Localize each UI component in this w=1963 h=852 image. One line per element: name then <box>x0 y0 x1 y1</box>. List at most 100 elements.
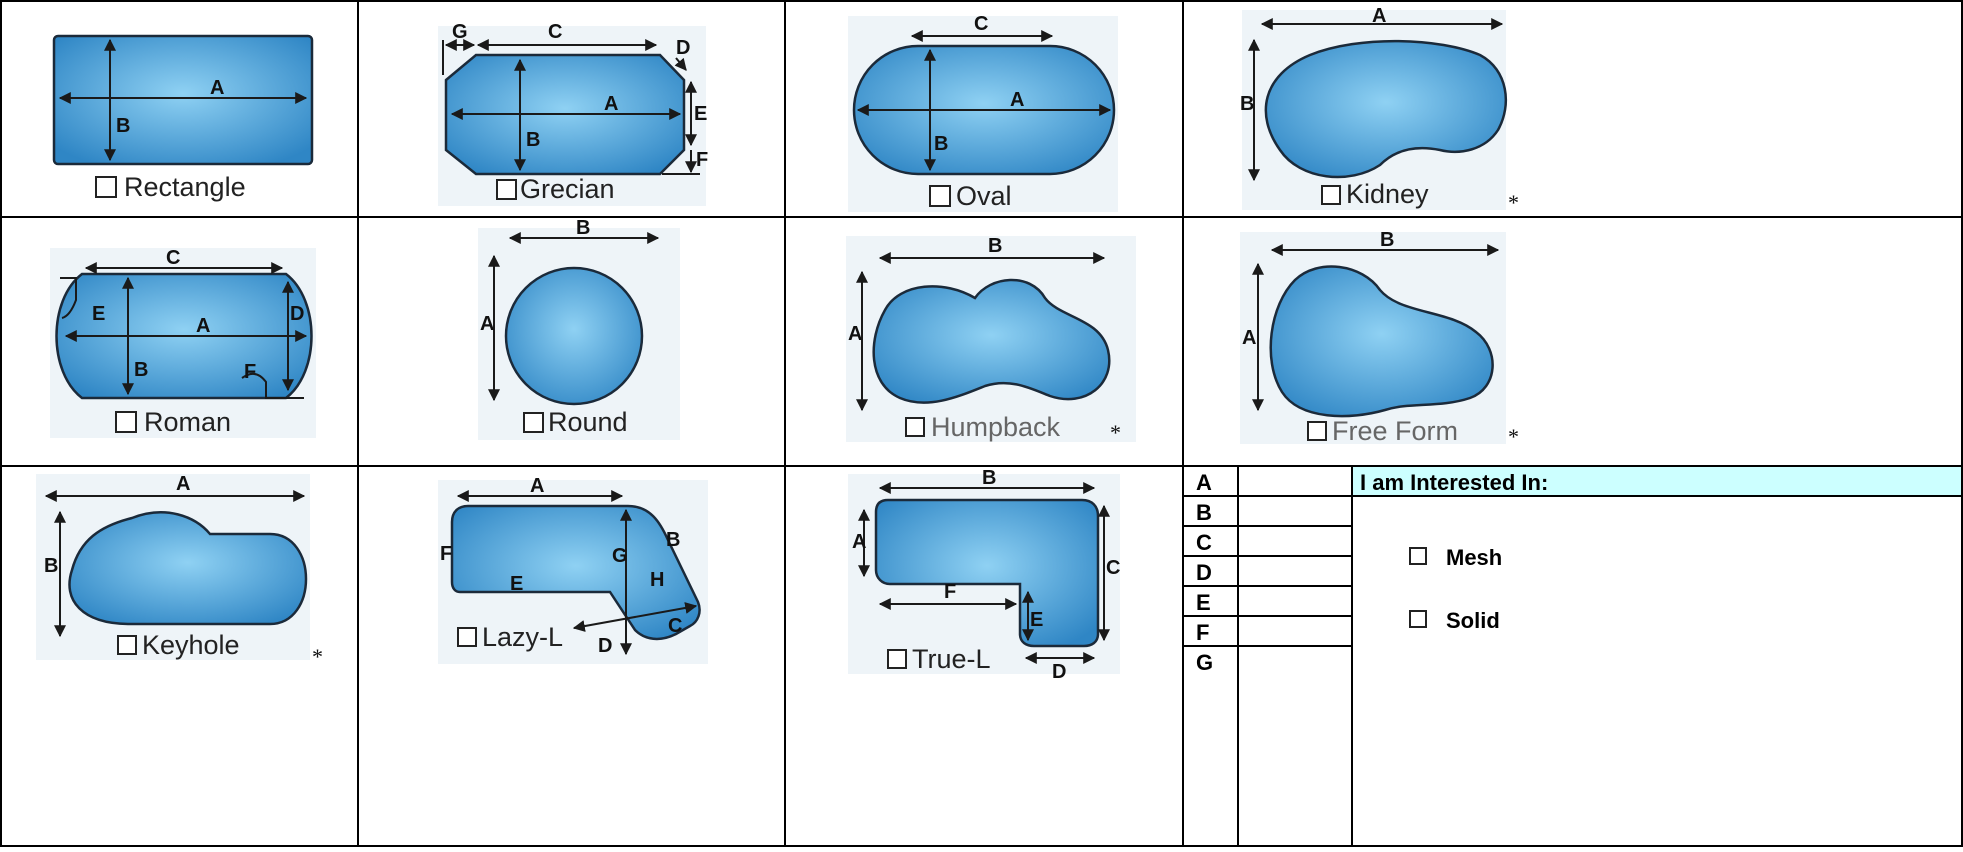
dim-label-c: C <box>668 615 682 637</box>
dim-label-e: E <box>1030 609 1043 631</box>
dim-label-a: A <box>848 323 862 345</box>
dim-label-g: G <box>452 21 468 43</box>
dim-label-d: D <box>598 635 612 657</box>
measure-input-g[interactable] <box>1240 648 1350 674</box>
truel-pool-icon <box>874 498 1100 648</box>
roman-label: Roman <box>144 407 231 437</box>
round-checkbox[interactable] <box>523 412 544 433</box>
lazyl-label: Lazy-L <box>482 622 563 652</box>
truel-label: True-L <box>912 644 991 674</box>
dim-label-b: B <box>576 217 590 239</box>
dim-label-b: B <box>526 129 540 151</box>
measure-input-c[interactable] <box>1240 528 1350 554</box>
dim-label-a: A <box>176 473 190 495</box>
measure-label-g: G <box>1196 650 1213 675</box>
mesh-option-label: Mesh <box>1446 545 1502 570</box>
keyhole-label: Keyhole <box>142 630 240 660</box>
shape-oval: A B C Oval <box>848 13 1118 212</box>
dim-label-g: G <box>612 545 628 567</box>
oval-checkbox[interactable] <box>929 185 951 207</box>
lazyl-checkbox[interactable] <box>457 627 477 647</box>
kidney-checkbox[interactable] <box>1321 185 1341 205</box>
measure-label-e: E <box>1196 590 1211 615</box>
solid-option-label: Solid <box>1446 608 1500 633</box>
dim-label-b: B <box>988 235 1002 257</box>
measure-label-a: A <box>1196 470 1212 495</box>
measure-input-d[interactable] <box>1240 558 1350 584</box>
dim-label-h: H <box>650 569 664 591</box>
dim-label-c: C <box>1106 557 1120 579</box>
shape-humpback: B A Humpback * <box>846 235 1136 445</box>
humpback-note-asterisk: * <box>1110 420 1121 445</box>
mesh-checkbox[interactable] <box>1409 547 1427 565</box>
dim-label-b: B <box>134 359 148 381</box>
dim-label-a: A <box>1372 5 1386 27</box>
keyhole-checkbox[interactable] <box>117 635 137 655</box>
round-pool-icon <box>504 266 644 406</box>
rectangle-checkbox[interactable] <box>95 176 117 198</box>
dim-label-b: B <box>934 133 948 155</box>
measure-label-d: D <box>1196 560 1212 585</box>
grecian-checkbox[interactable] <box>496 179 517 200</box>
roman-checkbox[interactable] <box>115 411 137 433</box>
measure-label-b: B <box>1196 500 1212 525</box>
dim-label-d: D <box>290 303 304 325</box>
freeform-note-asterisk: * <box>1508 424 1519 449</box>
kidney-pool-icon <box>1264 39 1508 179</box>
interest-heading-bg <box>1352 466 1963 496</box>
rectangle-label: Rectangle <box>124 172 246 202</box>
keyhole-note-asterisk: * <box>312 644 323 669</box>
shape-grecian: A B C D E F G Grecian <box>438 21 708 206</box>
freeform-checkbox[interactable] <box>1307 421 1327 441</box>
shape-round: B A Round <box>478 217 680 440</box>
measurement-table: A B C D E F G I am Interested In: Mesh S… <box>1183 466 1963 847</box>
measure-input-f[interactable] <box>1240 618 1350 644</box>
freeform-pool-icon <box>1269 265 1494 418</box>
shape-kidney: A B Kidney * <box>1240 5 1519 215</box>
dim-label-a: A <box>530 475 544 497</box>
solid-checkbox[interactable] <box>1409 610 1427 628</box>
shape-rectangle: A B Rectangle <box>52 34 314 202</box>
round-label: Round <box>548 407 628 437</box>
shape-keyhole: A B Keyhole * <box>36 473 323 669</box>
dim-label-b: B <box>116 115 130 137</box>
dim-label-a: A <box>604 93 618 115</box>
measure-input-b[interactable] <box>1240 498 1350 524</box>
dim-label-c: C <box>548 21 562 43</box>
dim-label-c: C <box>166 247 180 269</box>
interest-heading: I am Interested In: <box>1360 470 1548 495</box>
dim-label-e: E <box>92 303 105 325</box>
dim-label-d: D <box>676 37 690 59</box>
dim-label-e: E <box>510 573 523 595</box>
shape-freeform: B A Free Form * <box>1240 229 1519 449</box>
humpback-pool-icon <box>872 278 1111 404</box>
truel-checkbox[interactable] <box>887 649 907 669</box>
freeform-label: Free Form <box>1332 416 1458 446</box>
dim-label-f: F <box>244 361 256 383</box>
dim-label-a: A <box>1242 327 1256 349</box>
dim-label-a: A <box>210 77 224 99</box>
dim-label-a: A <box>852 531 866 553</box>
keyhole-pool-icon <box>68 511 308 626</box>
rectangle-pool-icon <box>52 34 314 166</box>
dim-label-f: F <box>440 543 452 565</box>
dim-label-c: C <box>974 13 988 35</box>
measure-input-a[interactable] <box>1240 468 1350 494</box>
dim-label-f: F <box>944 581 956 603</box>
humpback-checkbox[interactable] <box>905 417 925 437</box>
measure-input-e[interactable] <box>1240 588 1350 614</box>
dim-label-a: A <box>480 313 494 335</box>
dim-label-e: E <box>694 103 707 125</box>
shape-lazyl: A B C D E F G H Lazy-L <box>438 475 708 664</box>
oval-label: Oval <box>956 181 1012 211</box>
dim-label-a: A <box>1010 89 1024 111</box>
dim-label-b: B <box>1240 93 1254 115</box>
dim-label-f: F <box>696 149 708 171</box>
measure-label-c: C <box>1196 530 1212 555</box>
shape-roman: C A B D E F Roman <box>50 247 316 438</box>
dim-label-b: B <box>44 555 58 577</box>
dim-label-b: B <box>982 467 996 489</box>
shape-truel: B A C D E F True-L <box>848 467 1120 683</box>
